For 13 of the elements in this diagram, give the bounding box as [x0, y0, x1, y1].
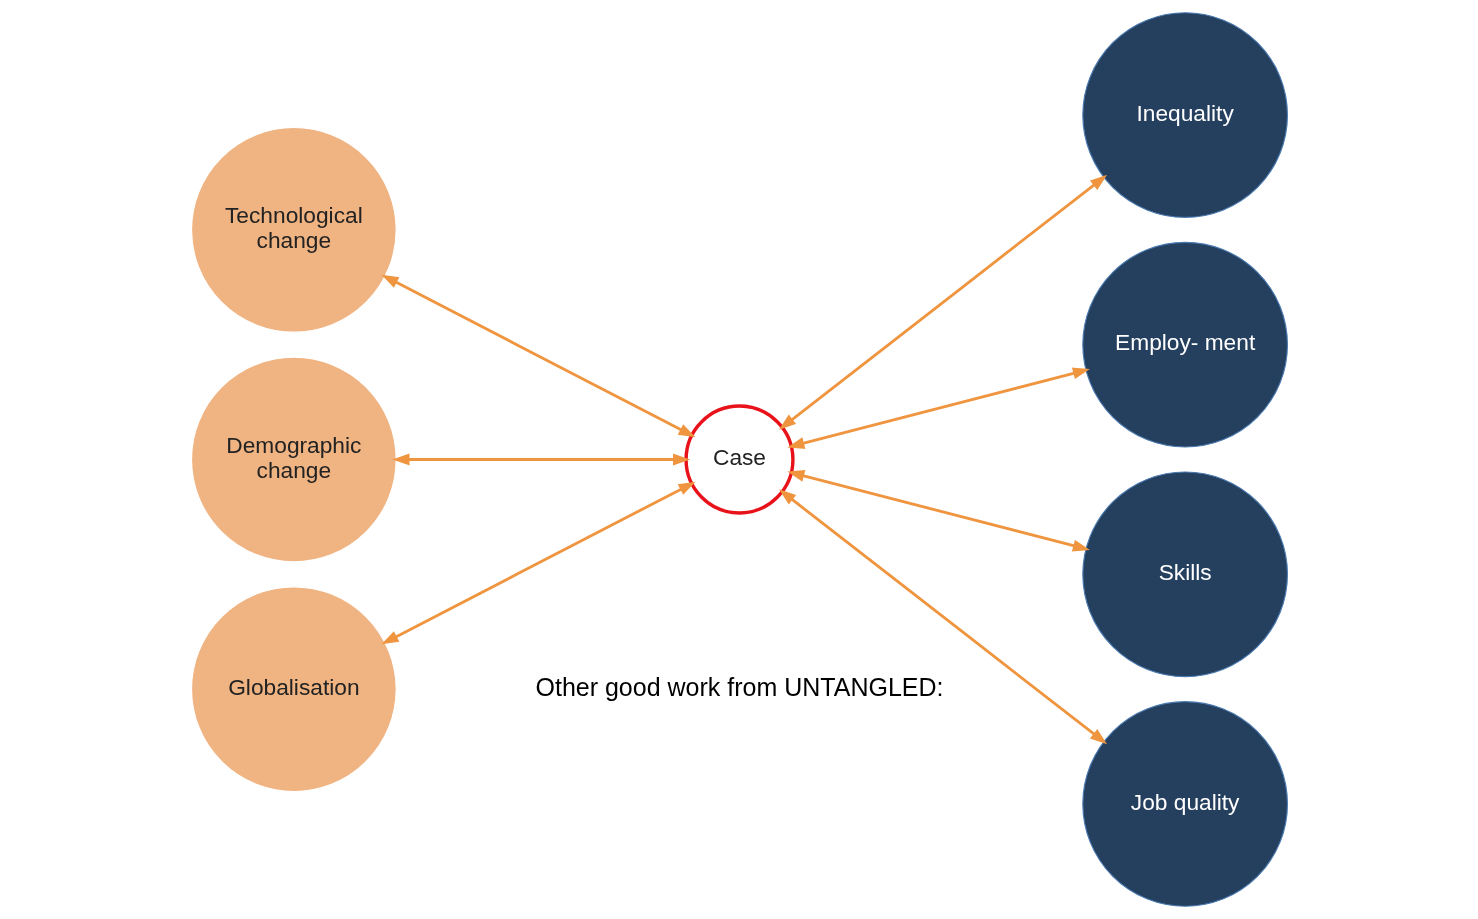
node-circle: Skills	[1081, 471, 1288, 678]
arrow	[786, 470, 1090, 552]
arrow	[778, 174, 1107, 430]
node-circle: Inequality	[1081, 12, 1288, 218]
arrow	[391, 453, 690, 466]
arrow	[786, 367, 1090, 449]
label: Other good work from UNTANGLED:	[535, 672, 943, 701]
node-circle: Employ- ment	[1081, 241, 1288, 448]
arrow	[380, 274, 696, 438]
arrow	[380, 481, 696, 645]
node-circle: Job quality	[1081, 701, 1288, 907]
node-circle: Demographic change	[190, 356, 397, 563]
arrow	[778, 489, 1107, 745]
